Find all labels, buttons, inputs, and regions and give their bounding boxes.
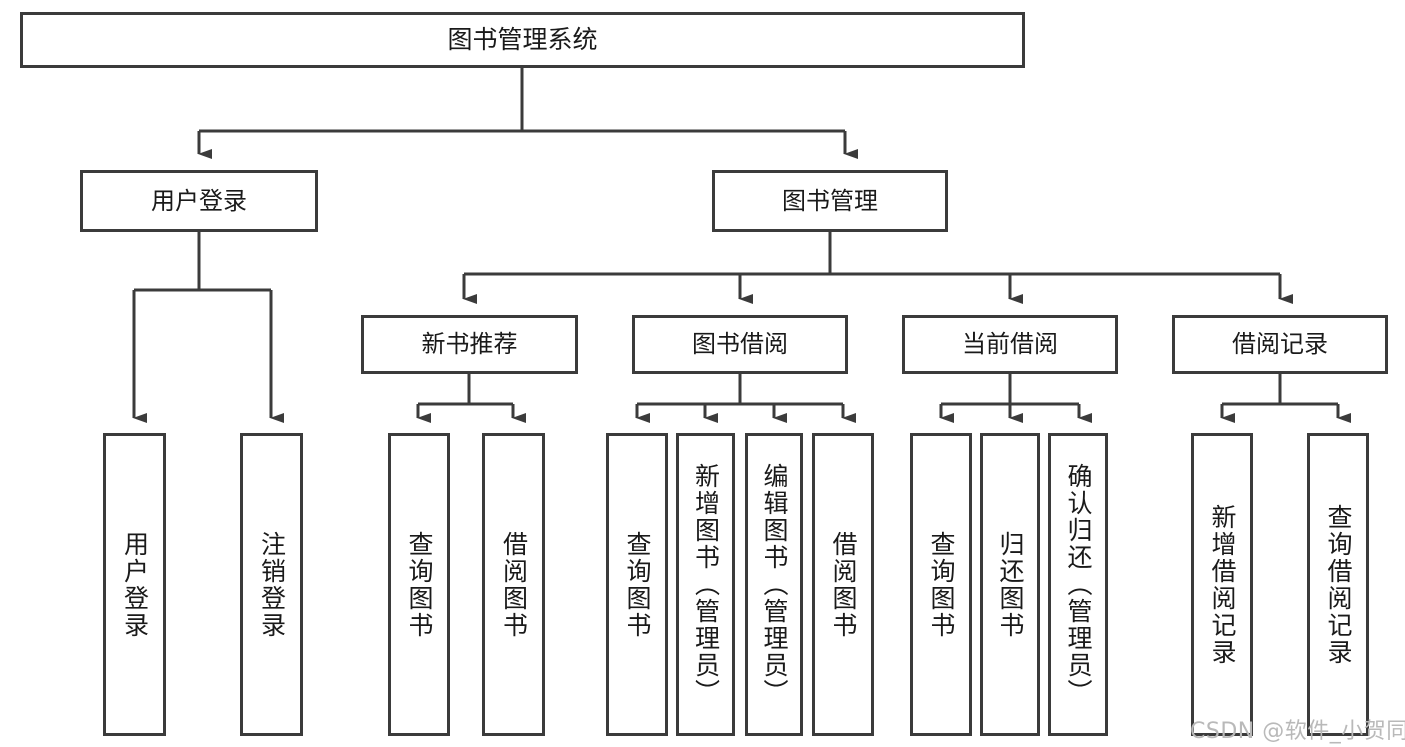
leaf-add-borrow-record[interactable]: 新增借阅记录 [1191,433,1253,736]
leaf-edit-book-admin[interactable]: 编辑图书（管理员） [745,433,803,736]
node-label: 借阅记录 [1232,330,1328,359]
node-label: 借阅图书 [829,530,858,639]
leaf-query-borrow-record[interactable]: 查询借阅记录 [1307,433,1369,736]
node-borrow-record[interactable]: 借阅记录 [1172,315,1388,374]
node-label: 用户登录 [151,186,247,215]
leaf-add-book-admin[interactable]: 新增图书（管理员） [676,433,735,736]
leaf-borrow-book-borrow[interactable]: 借阅图书 [812,433,874,736]
node-user-login[interactable]: 用户登录 [80,170,318,232]
leaf-logout-login[interactable]: 注销登录 [240,433,303,736]
node-label: 查询借阅记录 [1324,503,1353,666]
node-label: 借阅图书 [499,530,529,639]
leaf-query-book-borrow[interactable]: 查询图书 [606,433,668,736]
leaf-user-login[interactable]: 用户登录 [103,433,166,736]
node-label: 查询图书 [623,530,652,639]
leaf-confirm-return-admin[interactable]: 确认归还（管理员） [1048,433,1108,736]
node-label: 编辑图书（管理员） [760,463,789,706]
node-label: 用户登录 [120,530,150,639]
node-label: 图书借阅 [692,330,788,359]
leaf-query-book-current[interactable]: 查询图书 [910,433,972,736]
leaf-return-book[interactable]: 归还图书 [980,433,1040,736]
csdn-watermark: CSDN @软件_小贺同学 [1190,719,1405,744]
node-book-management[interactable]: 图书管理 [712,170,948,232]
node-label: 当前借阅 [962,330,1058,359]
leaf-borrow-book-recommend[interactable]: 借阅图书 [482,433,545,736]
node-root-book-management-system[interactable]: 图书管理系统 [20,12,1025,68]
node-label: 新书推荐 [421,330,518,359]
node-label: 新增借阅记录 [1208,503,1237,666]
node-label: 查询图书 [927,530,956,639]
leaf-query-book-recommend[interactable]: 查询图书 [388,433,450,736]
node-book-borrow[interactable]: 图书借阅 [632,315,848,374]
node-label: 查询图书 [405,530,434,639]
node-label: 图书管理系统 [447,25,598,54]
node-label: 确认归还（管理员） [1064,463,1093,706]
node-current-borrow[interactable]: 当前借阅 [902,315,1118,374]
node-label: 图书管理 [782,186,878,215]
node-label: 注销登录 [257,530,287,639]
node-label: 新增图书（管理员） [691,463,721,706]
node-new-book-recommend[interactable]: 新书推荐 [361,315,578,374]
node-label: 归还图书 [996,530,1025,639]
